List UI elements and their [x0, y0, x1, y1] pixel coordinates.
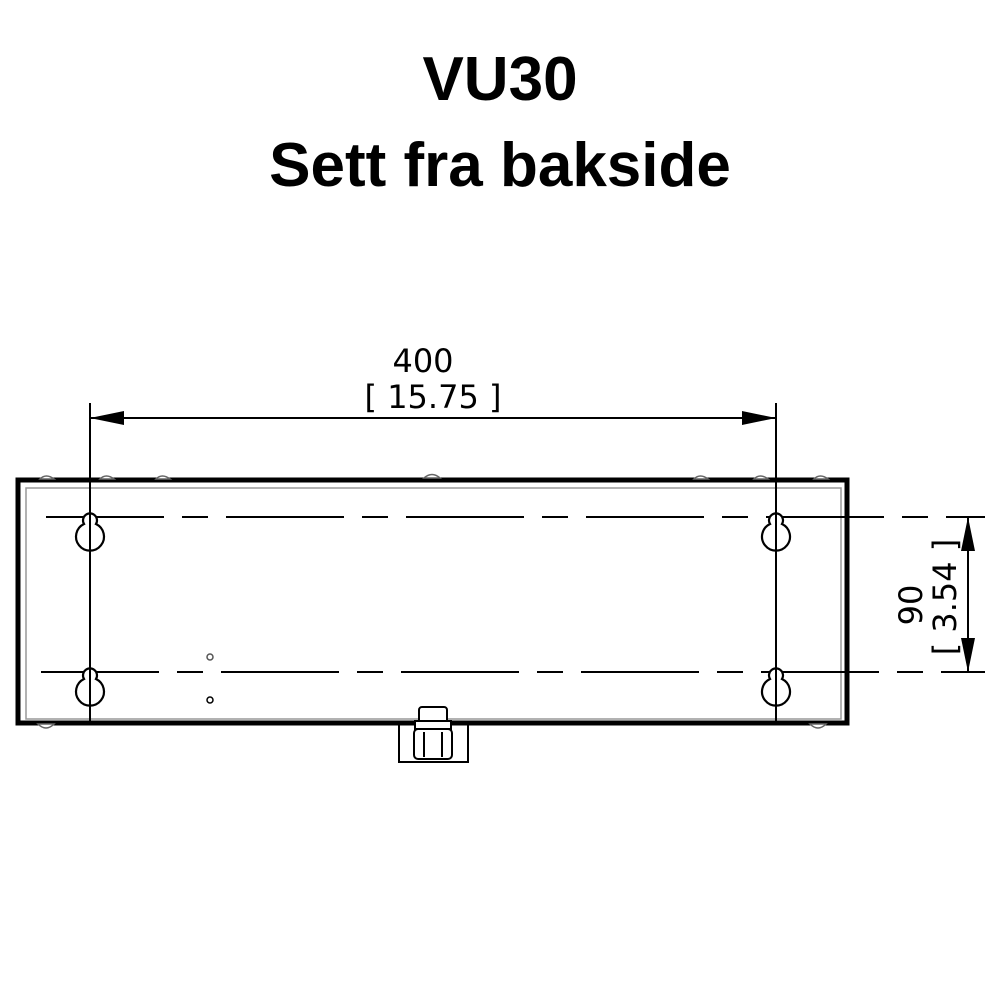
hole-spacing-mm-label: 90	[892, 585, 930, 626]
arrow-up-icon	[961, 517, 975, 551]
view-subtitle: Sett fra bakside	[269, 131, 731, 200]
arrow-down-icon	[961, 638, 975, 672]
arrow-left-icon	[90, 411, 124, 425]
hole-spacing-dimension: 90 [ 3.54 ]	[892, 517, 975, 672]
housing-outline	[15, 473, 850, 729]
width-in-label: [ 15.75 ]	[365, 378, 502, 416]
cable-gland	[398, 706, 469, 763]
width-mm-label: 400	[392, 342, 453, 380]
arrow-right-icon	[742, 411, 776, 425]
width-dimension: 400 [ 15.75 ]	[89, 342, 777, 480]
hole-spacing-in-label: [ 3.54 ]	[926, 539, 964, 656]
model-title: VU30	[422, 45, 577, 114]
